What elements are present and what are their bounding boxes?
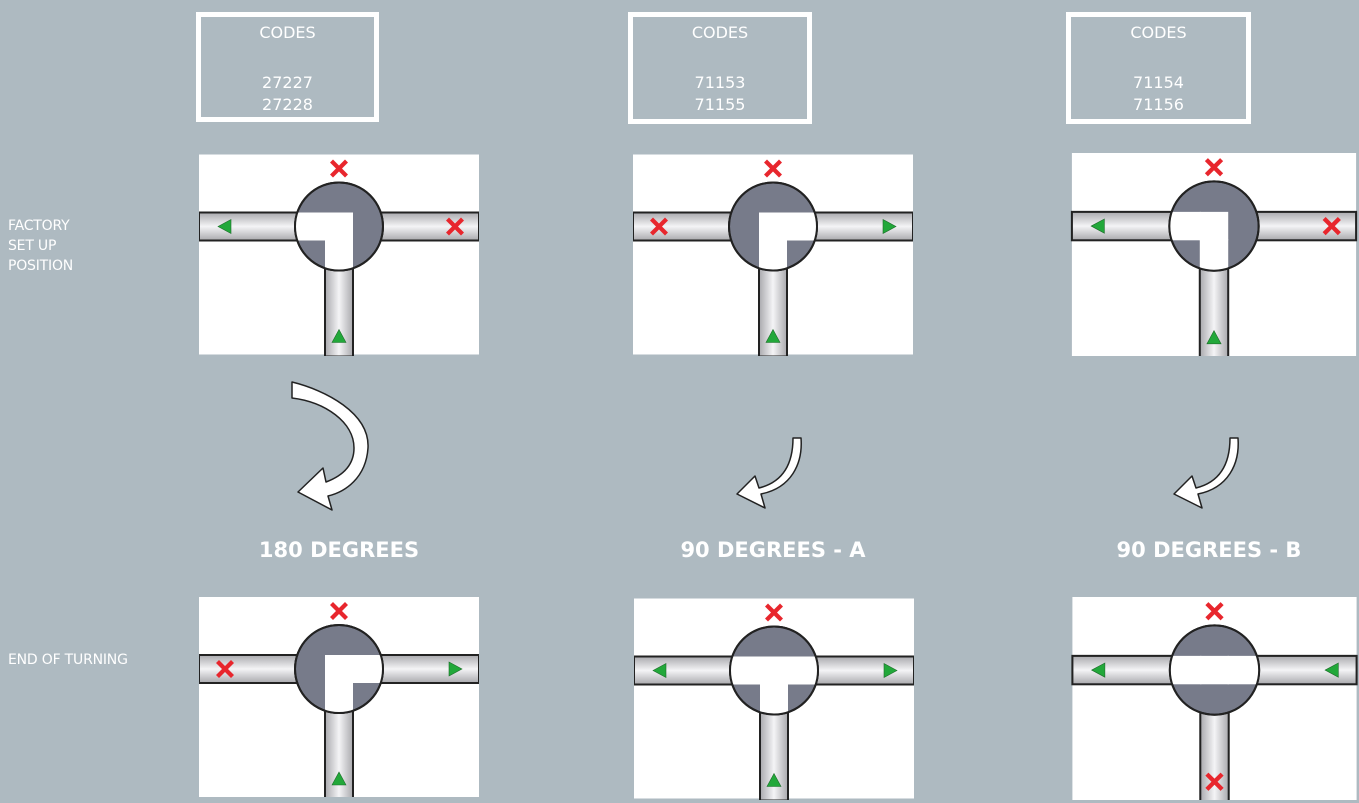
blocked-x-icon [1205, 602, 1224, 621]
end-junction-3 [1071, 597, 1358, 800]
code-value: 27228 [262, 95, 313, 114]
direction-arrow-right-icon [448, 661, 463, 677]
rotor-outline [294, 181, 384, 272]
rotor-channel [1227, 655, 1260, 685]
code-value: 27227 [262, 73, 313, 92]
blocked-x-icon [330, 159, 348, 178]
rotor-channel [1199, 211, 1229, 241]
direction-arrow-up-icon [766, 772, 782, 787]
rotor-channels [730, 656, 818, 715]
rotor-channel [325, 239, 353, 271]
rotation-arrow-180-icon [291, 381, 369, 511]
rotor-outline [1168, 624, 1261, 716]
code-value: 71156 [1133, 95, 1184, 114]
rotor-channels [325, 655, 383, 713]
rotor-channels [1169, 655, 1260, 685]
rotor-channel [295, 212, 326, 241]
blocked-x-icon [216, 660, 234, 678]
factory-label-line-3: POSITION [8, 258, 74, 274]
rotor-outline [1168, 180, 1260, 272]
blocked-x-icon [446, 217, 464, 236]
factory-junction-1 [199, 154, 479, 356]
direction-arrow-left-icon [217, 218, 232, 235]
codes-title: CODES [1130, 23, 1187, 42]
rotor-channel [352, 655, 383, 683]
codes-box-3: CODES 71154 71156 [1066, 12, 1251, 124]
direction-arrow-left-icon [1324, 662, 1339, 678]
rotor-channel [1200, 655, 1229, 685]
direction-arrow-up-icon [331, 771, 347, 786]
direction-arrow-up-icon [1206, 329, 1222, 345]
code-value: 71153 [694, 73, 746, 92]
rotor-outline [729, 625, 819, 716]
direction-arrow-up-icon [765, 328, 781, 343]
factory-label-line-2: SET UP [8, 238, 57, 254]
codes-title: CODES [691, 23, 749, 42]
direction-arrow-left-icon [1090, 218, 1105, 234]
rotor-outline [728, 181, 818, 272]
rotor-channel [759, 212, 787, 241]
codes-box-2: CODES 71153 71155 [628, 12, 812, 124]
rotor-channel [759, 239, 787, 271]
rotation-label-1: 180 DEGREES [258, 538, 420, 562]
direction-arrow-up-icon [331, 328, 347, 343]
blocked-x-icon [650, 217, 668, 236]
rotor-channel [1199, 239, 1229, 271]
codes-box-1: CODES 27227 27228 [196, 12, 379, 122]
blocked-x-icon [764, 159, 782, 178]
rotor-channel [325, 212, 353, 241]
direction-arrow-right-icon [882, 218, 897, 235]
rotor-outline [294, 624, 384, 714]
rotation-label-2: 90 DEGREES - A [680, 538, 866, 562]
direction-arrow-left-icon [652, 662, 667, 679]
rotor-channels [1169, 211, 1229, 271]
blocked-x-icon [1204, 158, 1224, 177]
end-of-turning-label: END OF TURNING [8, 652, 128, 668]
rotation-arrow-90a-icon [736, 437, 802, 509]
rotor-channels [759, 212, 817, 271]
rotor-channel [760, 656, 788, 685]
factory-junction-3 [1070, 153, 1358, 356]
factory-junction-2 [633, 154, 913, 356]
rotor-channel [730, 656, 761, 685]
codes-title: CODES [259, 23, 316, 42]
blocked-x-icon [330, 602, 348, 620]
factory-label-line-1: FACTORY [8, 218, 70, 234]
rotation-arrow-90b-icon [1173, 437, 1239, 509]
code-value: 71155 [694, 95, 746, 114]
rotor-channel [325, 682, 353, 713]
end-junction-1 [199, 597, 479, 797]
rotor-channel [325, 655, 353, 683]
rotation-label-3: 90 DEGREES - B [1116, 538, 1302, 562]
rotor-channel [786, 212, 817, 241]
blocked-x-icon [765, 603, 783, 622]
rotor-channel [1169, 655, 1202, 685]
factory-setup-label: FACTORY SET UP POSITION [8, 216, 73, 276]
rotor-channel [1169, 211, 1201, 241]
blocked-x-icon [1322, 216, 1341, 236]
code-value: 71154 [1133, 73, 1184, 92]
rotor-channels [295, 212, 353, 271]
blocked-x-icon [1205, 772, 1224, 791]
direction-arrow-right-icon [883, 662, 898, 679]
rotor-channel [787, 656, 818, 685]
direction-arrow-left-icon [1091, 662, 1106, 678]
end-junction-2 [634, 598, 914, 800]
rotor-channel [760, 683, 788, 715]
